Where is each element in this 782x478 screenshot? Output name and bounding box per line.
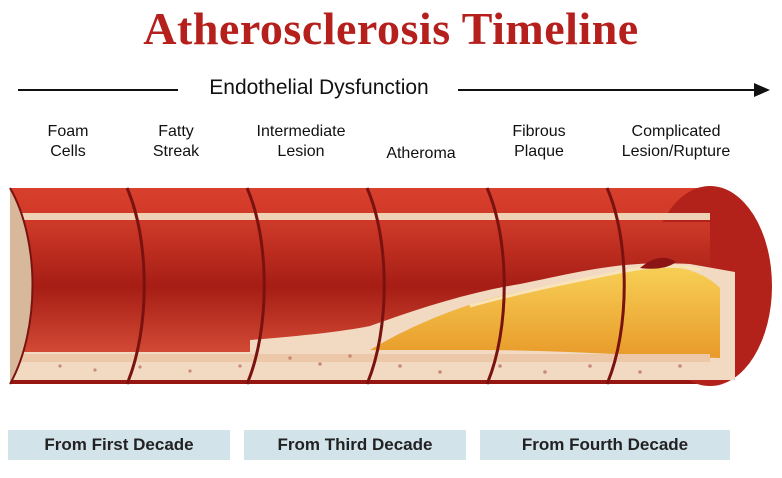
segment-dividers [125,187,626,385]
artery-illustration [9,186,772,386]
rupture-thrombus [640,257,676,269]
diagram-title: Atherosclerosis Timeline [143,3,639,54]
stage-label-foam-cells: Foam Cells [47,123,89,160]
axis-line-left [18,89,178,91]
timeline-axis: Endothelial Dysfunction [0,74,782,104]
vessel-open-end [9,187,34,385]
stage-label-fibrous-plaque: Fibrous Plaque [512,123,566,160]
upper-intima-band [10,213,710,220]
decade-band-third: From Third Decade [244,430,466,460]
fibrous-cap [469,264,701,308]
foam-cell-dots [58,354,682,374]
stage-label-atheroma: Atheroma [386,145,456,162]
axis-label: Endothelial Dysfunction [209,76,429,99]
stage-label-intermediate-lesion: Intermediate Lesion [256,123,346,160]
stage-label-fatty-streak: Fatty Streak [152,123,200,160]
lipid-plaque-core [370,267,720,358]
axis-line-right [458,89,758,91]
decade-band-first: From First Decade [8,430,230,460]
arrow-head-icon [754,83,770,97]
decade-band-fourth: From Fourth Decade [480,430,730,460]
lower-intima-band [10,354,710,362]
stage-label-complicated-lesion: Complicated Lesion/Rupture [621,123,731,160]
